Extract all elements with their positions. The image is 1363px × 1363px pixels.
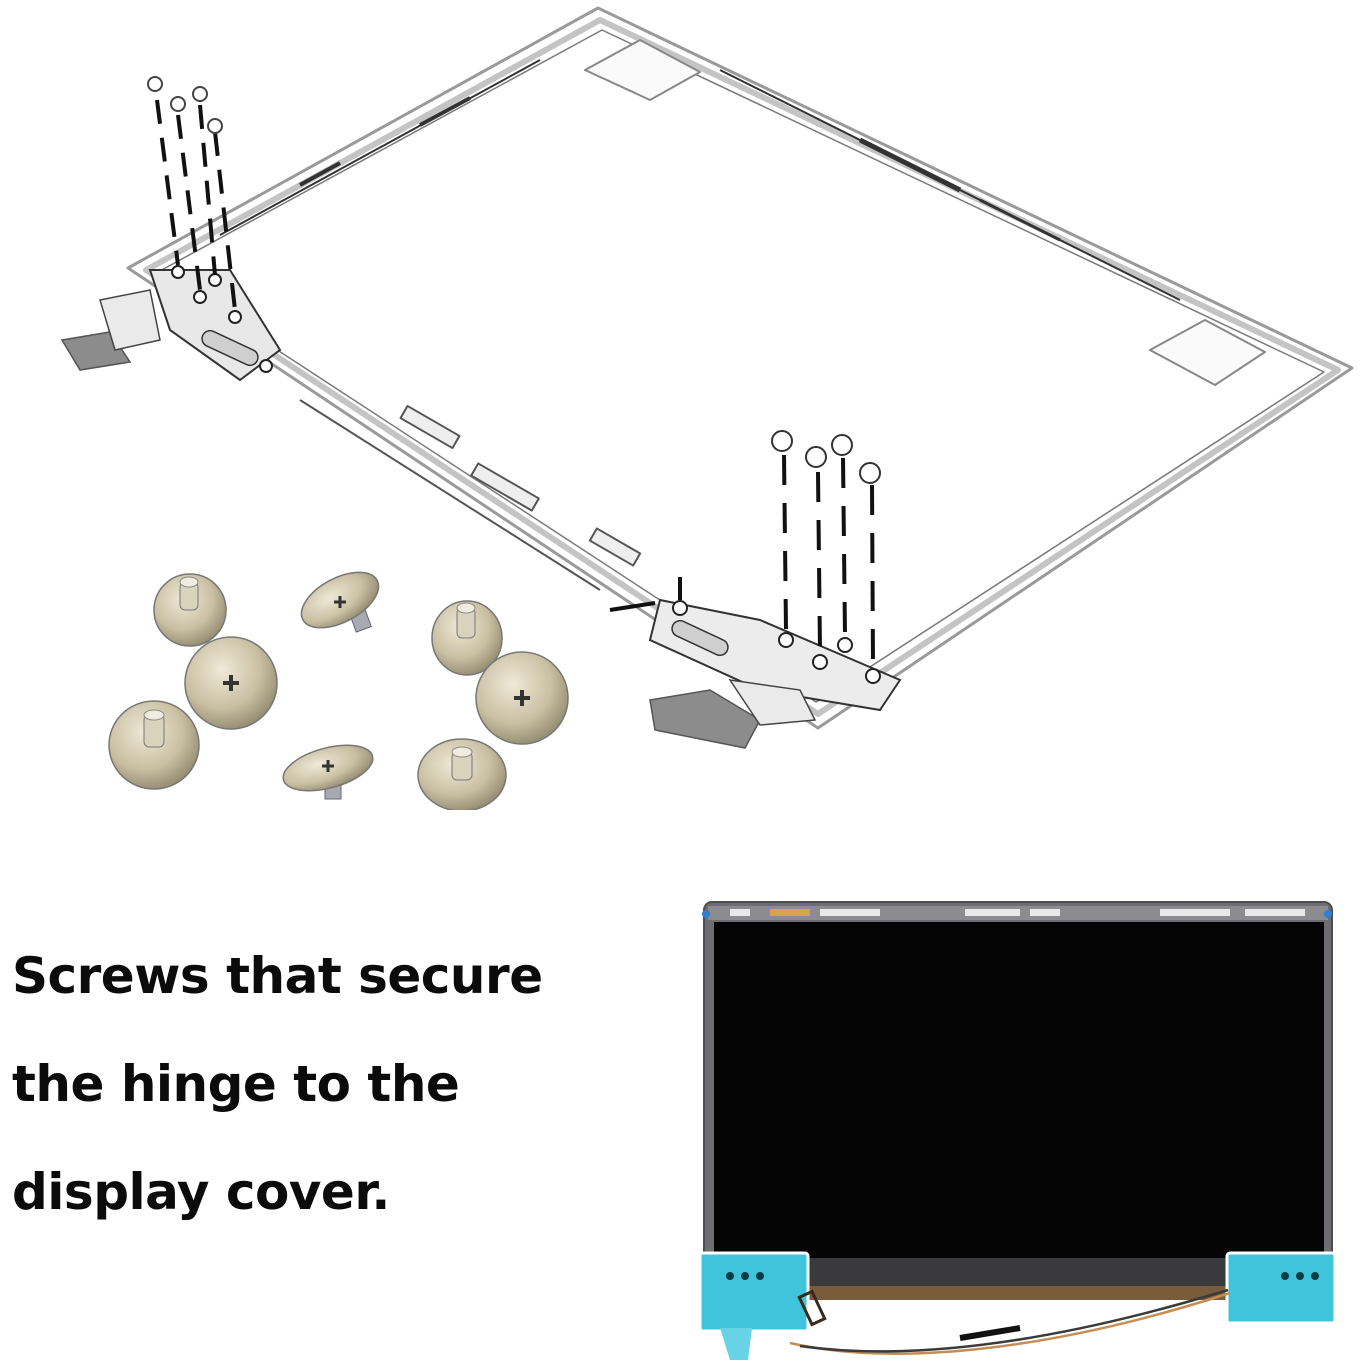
left-hinge (60, 76, 282, 382)
screw-head (184, 636, 278, 730)
screw-upright (417, 738, 507, 810)
screw-upright (431, 600, 503, 676)
right-hinge (609, 430, 902, 749)
screw-upright (153, 573, 227, 647)
screw-head (475, 651, 569, 745)
display-panel (714, 922, 1324, 1267)
exploded-diagram (60, 6, 1354, 749)
left-screw-markers (147, 76, 223, 134)
screw-tilted (282, 744, 374, 800)
caption: Screws that secure the hinge to the disp… (12, 922, 612, 1246)
antenna-cables (789, 1288, 1231, 1355)
screws-photo (108, 571, 569, 810)
right-screw-markers (771, 430, 881, 484)
display-cover-frame (126, 6, 1354, 730)
right-hinge-highlight (1225, 1251, 1337, 1325)
display-assembly-photo (700, 901, 1337, 1360)
screw-tilted (300, 571, 380, 633)
caption-line: Screws that secure (12, 947, 543, 1005)
caption-line: display cover. (12, 1163, 390, 1221)
caption-line: the hinge to the (12, 1055, 460, 1113)
screw-upright (108, 700, 200, 790)
